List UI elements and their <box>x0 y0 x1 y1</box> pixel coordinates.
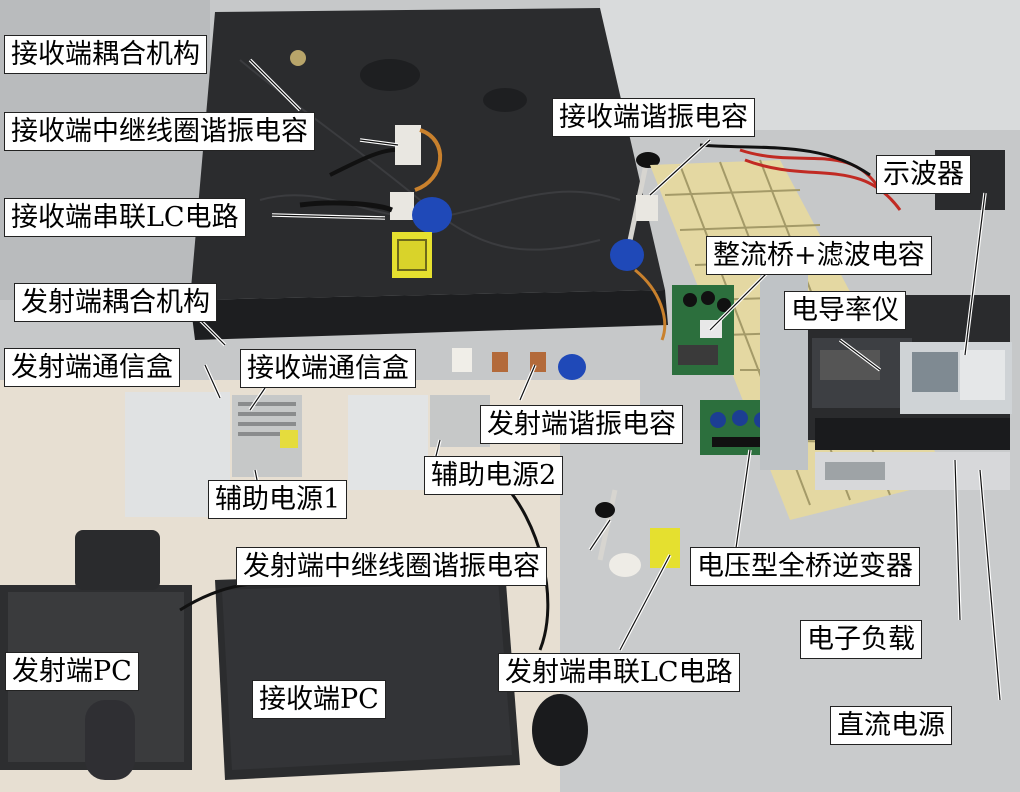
conductivity-meter-label: 电导率仪 <box>784 291 906 330</box>
tx-series-lc-label: 发射端串联LC电路 <box>498 653 740 692</box>
aux-power-2-label: 辅助电源2 <box>424 456 564 495</box>
tx-relay-cap-label: 发射端中继线圈谐振电容 <box>236 547 547 586</box>
oscilloscope-label: 示波器 <box>876 155 971 194</box>
tx-pc-label: 发射端PC <box>5 652 139 691</box>
rx-pc-label: 接收端PC <box>252 680 386 719</box>
tx-comm-box-label: 发射端通信盒 <box>4 348 180 387</box>
electronic-load-label: 电子负载 <box>800 620 922 659</box>
tx-coupling-label: 发射端耦合机构 <box>14 283 217 322</box>
rectifier-label: 整流桥+滤波电容 <box>706 236 932 275</box>
rx-coupling-label: 接收端耦合机构 <box>4 35 207 74</box>
rx-series-lc-label: 接收端串联LC电路 <box>4 198 246 237</box>
inverter-label: 电压型全桥逆变器 <box>690 547 920 586</box>
rx-resonant-cap-label: 接收端谐振电容 <box>552 98 755 137</box>
tx-resonant-cap-label: 发射端谐振电容 <box>480 405 683 444</box>
dc-power-label: 直流电源 <box>830 706 952 745</box>
rx-relay-cap-label: 接收端中继线圈谐振电容 <box>4 112 315 151</box>
aux-power-1-label: 辅助电源1 <box>208 480 348 519</box>
rx-comm-box-label: 接收端通信盒 <box>240 349 416 388</box>
